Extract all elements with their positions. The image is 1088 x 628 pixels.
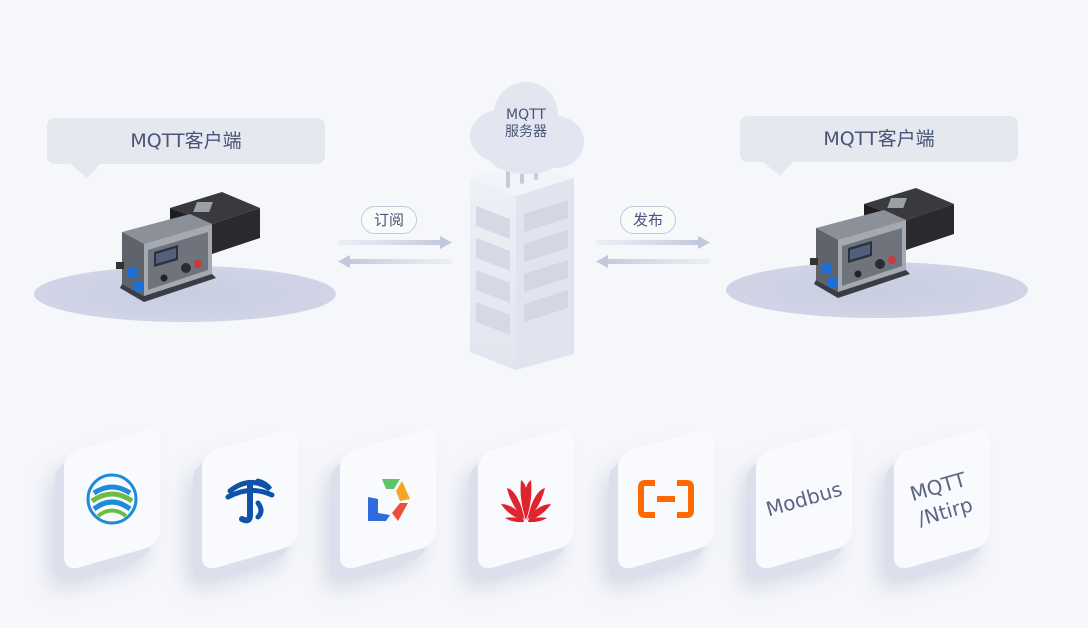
server-label: MQTT 服务器 <box>496 107 556 141</box>
platform-tile-china-telecom[interactable] <box>202 426 298 572</box>
huawei-icon <box>501 480 551 523</box>
client-bubble-left: MQTT客户端 <box>47 118 325 178</box>
platform-tile-modbus[interactable]: Modbus <box>756 426 852 572</box>
platform-tile-china-mobile[interactable] <box>64 426 160 572</box>
platform-tile-generic[interactable] <box>340 426 436 572</box>
edge-gateway-device-right <box>810 188 954 298</box>
server-label-line2: 服务器 <box>505 124 547 140</box>
platform-tile-huawei[interactable] <box>478 426 574 572</box>
mqtt-ntirp-label: MQTT /Ntirp <box>907 467 976 531</box>
edge-gateway-device-left <box>116 192 260 302</box>
publish-arrows <box>596 236 710 268</box>
platform-tile-mqtt-ntirp[interactable]: MQTT /Ntirp <box>894 426 990 572</box>
china-mobile-icon <box>86 473 138 525</box>
server-label-line1: MQTT <box>506 107 546 123</box>
client-label-right: MQTT客户端 <box>823 128 935 150</box>
platform-logo-icon <box>368 479 410 521</box>
client-bubble-right: MQTT客户端 <box>740 116 1018 176</box>
client-label-left: MQTT客户端 <box>130 130 242 152</box>
publish-label: 发布 <box>620 206 677 234</box>
china-telecom-icon <box>225 478 275 524</box>
mqtt-server-rack <box>470 82 584 370</box>
modbus-label: Modbus <box>763 476 845 522</box>
subscribe-arrows <box>338 236 452 268</box>
subscribe-label: 订阅 <box>361 206 418 234</box>
platform-tile-aliyun[interactable] <box>618 426 714 572</box>
aliyun-icon <box>638 480 694 518</box>
